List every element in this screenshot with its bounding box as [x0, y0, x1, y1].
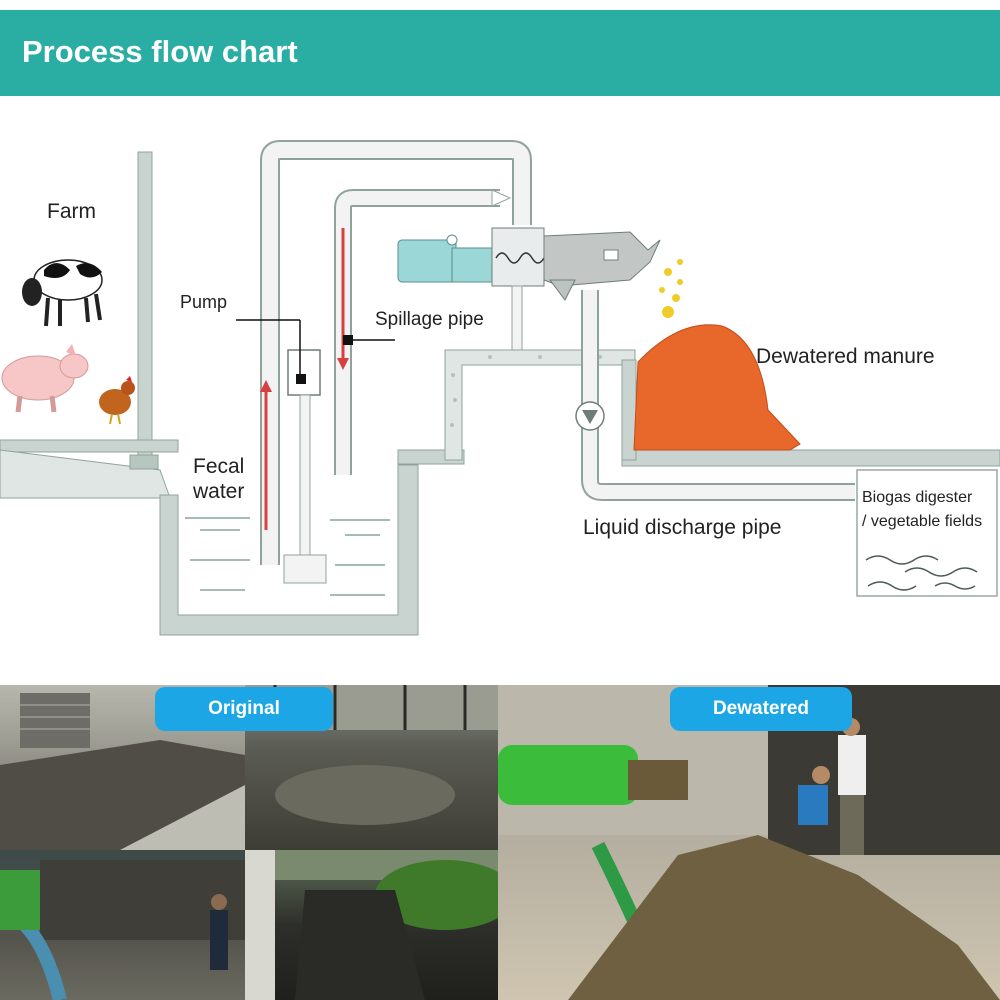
machine-screw-housing	[491, 227, 545, 287]
pump-shaft	[299, 394, 311, 561]
header-banner: Process flow chart	[0, 10, 1000, 96]
fecal-water-tank	[159, 464, 419, 636]
cow-icon	[22, 259, 103, 327]
process-diagram: Farm Pump Spillage pipe Fecal water Dewa…	[0, 100, 1000, 680]
water-surface-lines	[185, 517, 390, 596]
dewatered-photo	[498, 685, 1000, 1000]
pump-body	[287, 349, 321, 396]
chicken-icon	[99, 376, 135, 425]
pump-label: Pump	[180, 292, 228, 312]
fecal-water-label-line1: Fecal	[193, 455, 245, 478]
spillage-flow-arrowhead	[337, 358, 349, 370]
manure-heap	[568, 835, 1000, 1000]
biogas-label-line2: / vegetable fields	[862, 513, 983, 530]
discharge-pipe	[583, 290, 855, 499]
fecal-water-label-line2: water	[193, 480, 245, 503]
machine-motor	[397, 239, 457, 283]
black-slurry-photo	[245, 850, 498, 1000]
liquid-discharge-label: Liquid discharge pipe	[583, 516, 782, 539]
farm-wall	[137, 151, 153, 471]
machine-support	[511, 285, 523, 351]
machine-platform	[444, 349, 636, 461]
falling-solids	[659, 259, 683, 318]
pump-marker	[296, 374, 306, 384]
inlet-pipe	[262, 142, 530, 565]
barn-photo	[0, 685, 245, 850]
dewatered-manure-label: Dewatered manure	[756, 345, 935, 368]
spillage-pipe-arrow	[491, 189, 512, 207]
plants	[375, 860, 498, 930]
worker-sitting	[798, 785, 828, 825]
screw-icon	[495, 252, 545, 264]
biogas-label: Biogas digester / vegetable fields	[862, 486, 982, 534]
dewatered-badge: Dewatered	[670, 687, 852, 731]
farm-label: Farm	[47, 200, 96, 223]
machine-screen-cylinder	[543, 231, 661, 287]
ventilation-fan	[20, 693, 90, 748]
pig-icon	[1, 344, 89, 413]
fecal-water-label: Fecal water	[193, 454, 244, 504]
photo-collage: Original Dewatered	[0, 685, 1000, 1000]
spillage-pipe	[336, 191, 500, 475]
machine-gearbox	[451, 247, 493, 283]
platform-texture	[450, 355, 602, 427]
separator-machine	[498, 745, 638, 805]
person-figure	[245, 850, 275, 1000]
manure-floor	[621, 449, 1000, 467]
page-title: Process flow chart	[22, 34, 298, 69]
biogas-box	[856, 469, 998, 597]
biogas-label-line1: Biogas digester	[862, 489, 973, 506]
field-wave-lines	[865, 555, 978, 591]
inlet-flow-arrowhead	[260, 380, 272, 392]
original-badge: Original	[155, 687, 333, 731]
spillage-pipe-label: Spillage pipe	[375, 309, 484, 330]
process-diagram-svg	[0, 140, 1000, 636]
worker-figure	[210, 910, 228, 970]
farm-floor	[0, 439, 179, 453]
manure-pile	[633, 324, 801, 451]
pump-base	[283, 554, 327, 584]
worker-standing	[838, 735, 866, 795]
slurry-pipe-photo	[0, 850, 245, 1000]
channel-outlet	[129, 454, 159, 470]
machine-outlet	[549, 279, 576, 301]
